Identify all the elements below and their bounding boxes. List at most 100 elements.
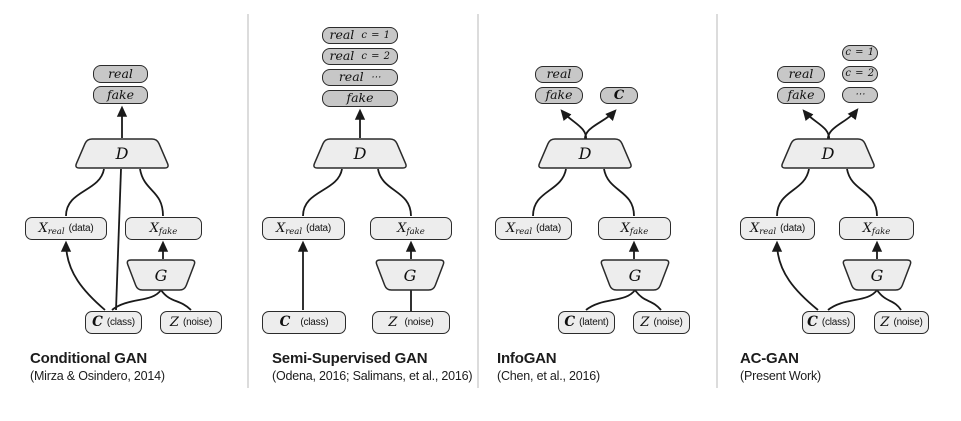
output-real-label: real — [329, 48, 355, 64]
x-real-symbol: X — [275, 221, 286, 236]
x-real-symbol: X — [749, 221, 760, 236]
panel-divider-1 — [247, 14, 249, 388]
p4-generator-shape — [842, 259, 912, 291]
class-node: C (class) — [85, 311, 142, 334]
class-symbol: C — [92, 313, 103, 330]
class-note: (class) — [821, 316, 850, 328]
noise-node: Z (noise) — [160, 311, 222, 334]
x-fake-symbol: X — [397, 221, 407, 236]
p3-discriminator-shape — [538, 138, 632, 169]
output-fake-box: fake — [322, 90, 398, 107]
p3-generator-shape — [600, 259, 670, 291]
output-c1-label: c = 1 — [845, 47, 875, 58]
output-dots-box: ⋯ — [842, 87, 878, 103]
x-real-subscript: real — [285, 226, 303, 237]
p1-edge-c-to-d — [115, 168, 122, 311]
output-c1-box: c = 1 — [842, 45, 878, 61]
p1-generator-shape — [126, 259, 196, 291]
x-fake-symbol: X — [620, 221, 630, 236]
p2-edge-xreal-to-d — [302, 168, 343, 217]
output-real-box: real — [535, 66, 583, 83]
class-symbol: C — [807, 313, 818, 330]
output-real-label: real — [338, 69, 364, 85]
p1-edge-xfake-to-d — [139, 168, 164, 217]
p3-edge-d-to-c-arrow — [584, 109, 617, 142]
x-real-note: (data) — [306, 222, 332, 234]
p4-edge-d-to-fake-arrow — [802, 109, 830, 142]
noise-note: (noise) — [182, 316, 213, 328]
p3-edge-xfake-to-d — [603, 168, 635, 217]
p3-edge-z-to-g — [634, 289, 662, 311]
panel-divider-2 — [477, 14, 479, 388]
p2-generator-shape — [375, 259, 445, 291]
discriminator-label: D — [821, 143, 835, 163]
panel-title: Conditional GAN — [30, 350, 147, 367]
noise-symbol: Z — [880, 315, 890, 330]
latent-note: (latent) — [579, 316, 609, 328]
output-c2-label: c = 2 — [361, 50, 391, 62]
panel-divider-3 — [716, 14, 718, 388]
generator-label: G — [403, 265, 417, 285]
x-real-subscript: real — [47, 226, 65, 237]
noise-node: Z (noise) — [633, 311, 690, 334]
class-node: C (class) — [262, 311, 346, 334]
x-real-symbol: X — [505, 221, 516, 236]
output-fake-label: fake — [106, 86, 135, 102]
p1-edge-xreal-to-d — [65, 168, 105, 217]
output-fake-label: fake — [346, 90, 374, 106]
p4-edge-xfake-to-d — [846, 168, 878, 217]
class-note: (class) — [106, 316, 135, 328]
output-dots-label: ⋯ — [854, 89, 866, 100]
output-fake-box: fake — [777, 87, 825, 104]
panel-citation: (Odena, 2016; Salimans, et al., 2016) — [272, 369, 473, 383]
output-real-label: real — [329, 27, 355, 43]
noise-node: Z (noise) — [874, 311, 929, 334]
noise-note: (noise) — [404, 316, 434, 328]
output-fake-label: fake — [787, 87, 815, 103]
p2-discriminator-shape — [313, 138, 407, 169]
output-fake-box: fake — [535, 87, 583, 104]
class-node: C (class) — [802, 311, 855, 334]
discriminator-label: D — [115, 143, 129, 163]
noise-symbol: Z — [169, 315, 179, 330]
p3-edge-d-to-fake-arrow — [560, 109, 587, 142]
x-real-subscript: real — [515, 226, 533, 237]
generator-label: G — [628, 265, 642, 285]
panel-citation: (Present Work) — [740, 369, 822, 383]
output-dots-label: ⋯ — [370, 71, 382, 83]
p1-edge-z-to-g — [160, 289, 192, 311]
x-fake-subscript: fake — [629, 226, 649, 237]
discriminator-label: D — [578, 143, 592, 163]
output-c-label: C — [613, 88, 625, 103]
output-c1-label: c = 1 — [361, 29, 391, 41]
generator-label: G — [870, 265, 884, 285]
output-real-box: real — [93, 65, 148, 83]
p2-edge-xfake-to-d — [377, 168, 412, 217]
latent-node: C (latent) — [558, 311, 615, 334]
noise-symbol: Z — [640, 315, 650, 330]
panel-title: Semi-Supervised GAN — [272, 350, 428, 367]
p3-edge-xreal-to-d — [532, 168, 567, 217]
output-c-box: C — [600, 87, 638, 104]
p1-edge-c-to-xreal-arrow — [60, 240, 106, 311]
x-real-symbol: X — [38, 221, 48, 236]
output-c2-label: c = 2 — [845, 68, 875, 79]
x-fake-subscript: fake — [158, 226, 178, 237]
p1-discriminator-shape — [75, 138, 169, 169]
output-real-dots-box: real ⋯ — [322, 69, 398, 86]
output-real-c2-box: real c = 2 — [322, 48, 398, 65]
output-fake-box: fake — [93, 86, 148, 104]
p4-edge-d-to-class-arrow — [827, 108, 859, 142]
output-fake-label: fake — [545, 87, 573, 103]
x-real-subscript: real — [759, 226, 777, 237]
noise-note: (noise) — [893, 316, 923, 328]
